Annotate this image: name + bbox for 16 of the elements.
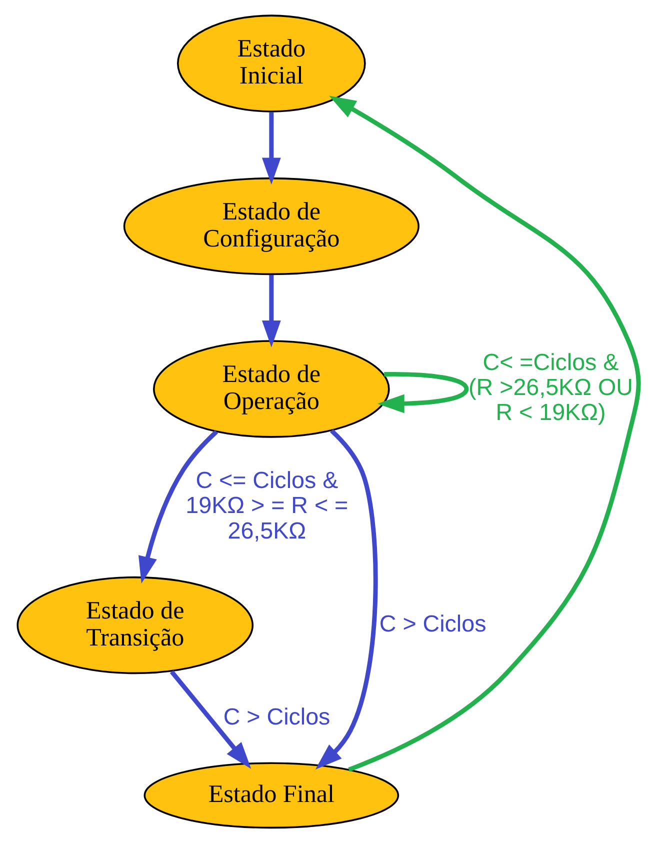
node-ellipse: Estado Final	[144, 762, 400, 829]
edge-label: C > Ciclos	[379, 610, 486, 636]
node-ellipse: Estado de Configuração	[123, 177, 420, 276]
arrow	[170, 670, 252, 769]
arrow	[377, 372, 469, 414]
node-ellipse: Estado de Operação	[153, 340, 390, 438]
arrow	[262, 112, 281, 185]
arrow	[315, 429, 378, 770]
arrow	[329, 96, 641, 772]
node-ellipse: Estado Inicial	[176, 14, 366, 112]
arrow	[138, 430, 218, 584]
edge-label: C > Ciclos	[223, 703, 330, 730]
node-ellipse: Estado de Transição	[16, 576, 254, 674]
edge-label: C <= Ciclos & 19KΩ > = R < = 26,5KΩ	[186, 467, 348, 544]
arrow	[262, 274, 281, 348]
edge-label: C< =Ciclos & (R >26,5KΩ OU R < 19KΩ)	[468, 348, 633, 426]
